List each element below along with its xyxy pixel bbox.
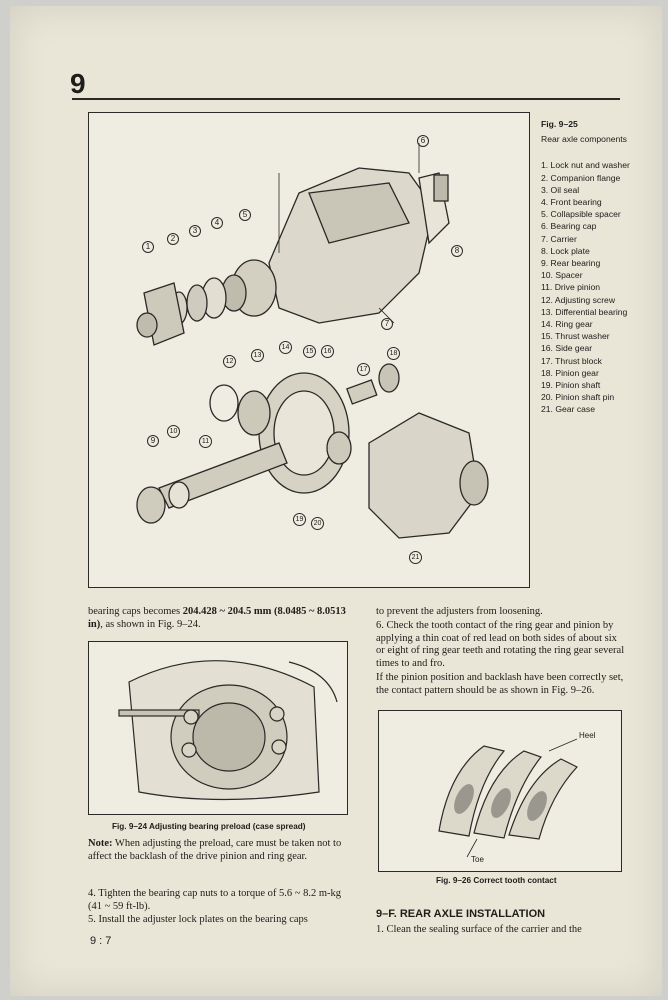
chapter-number: 9 [70, 68, 86, 99]
component-item: 2. Companion flange [541, 172, 621, 183]
note-paragraph: Note: When adjusting the preload, care m… [88, 838, 342, 862]
step-6: 6. Check the tooth contact of the ring g… [376, 620, 625, 669]
component-item: 10. Spacer [541, 270, 583, 281]
callout-19: 19 [293, 513, 306, 526]
component-item: 8. Lock plate [541, 245, 590, 256]
section-heading: 9–F. REAR AXLE INSTALLATION [376, 908, 546, 920]
callout-9: 9 [147, 435, 159, 447]
fig-9-24-caption: Fig. 9–24 Adjusting bearing preload (cas… [112, 822, 306, 831]
para-prevent-loosening: to prevent the adjusters from loosening. [376, 606, 543, 617]
callout-21: 21 [409, 551, 422, 564]
component-item: 13. Differential bearing [541, 306, 628, 317]
fig-9-26-drawing [438, 738, 578, 858]
component-item: 3. Oil seal [541, 184, 580, 195]
component-item: 4. Front bearing [541, 197, 602, 208]
callout-14: 14 [279, 341, 292, 354]
component-item: 11. Drive pinion [541, 282, 601, 293]
callout-5: 5 [239, 209, 251, 221]
callout-10: 10 [167, 425, 180, 438]
fig-9-25-box: 1 2 3 4 5 6 7 8 9 10 11 12 13 14 15 16 1… [88, 112, 530, 588]
callout-18: 18 [387, 347, 400, 360]
callout-8: 8 [451, 245, 463, 257]
fig-9-25-title: Rear axle components [541, 134, 627, 145]
component-item: 16. Side gear [541, 343, 593, 354]
fig-9-25-legend: Fig. 9–25 Rear axle components 1. Lock n… [541, 118, 661, 416]
callout-6: 6 [417, 135, 429, 147]
install-step-1: 1. Clean the sealing surface of the carr… [376, 924, 582, 935]
callout-2: 2 [167, 233, 179, 245]
step-4: 4. Tighten the bearing cap nuts to a tor… [88, 888, 341, 912]
component-item: 5. Collapsible spacer [541, 209, 621, 220]
para-contact-pattern: If the pinion position and backlash have… [376, 672, 624, 696]
callout-15: 15 [303, 345, 316, 358]
callout-4: 4 [211, 217, 223, 229]
callout-13: 13 [251, 349, 264, 362]
callout-20: 20 [311, 517, 324, 530]
callout-7: 7 [381, 318, 393, 330]
component-item: 15. Thrust washer [541, 331, 610, 342]
component-item: 18. Pinion gear [541, 367, 599, 378]
para-bearing-caps: bearing caps becomes 204.428 ~ 204.5 mm … [88, 606, 346, 630]
fig-9-24-drawing [118, 660, 338, 801]
fig-9-26-box: Heel Toe [378, 710, 622, 872]
label-heel: Heel [579, 731, 596, 740]
fig-9-24-box [88, 641, 348, 815]
header-rule [72, 98, 620, 100]
fig-9-26-caption: Fig. 9–26 Correct tooth contact [436, 876, 557, 885]
component-item: 12. Adjusting screw [541, 294, 616, 305]
component-item: 1. Lock nut and washer [541, 160, 630, 171]
label-toe: Toe [471, 855, 484, 864]
component-item: 9. Rear bearing [541, 258, 601, 269]
note-label: Note: [88, 838, 113, 849]
step-5: 5. Install the adjuster lock plates on t… [88, 914, 308, 925]
callout-12: 12 [223, 355, 236, 368]
component-item: 21. Gear case [541, 404, 595, 415]
component-item: 17. Thrust block [541, 355, 602, 366]
fig-9-25-drawing [136, 143, 489, 539]
fig-9-25-number: Fig. 9–25 [541, 119, 578, 129]
component-item: 20. Pinion shaft pin [541, 392, 615, 403]
component-item: 6. Bearing cap [541, 221, 597, 232]
component-item: 19. Pinion shaft [541, 380, 601, 391]
callout-3: 3 [189, 225, 201, 237]
callout-11: 11 [199, 435, 212, 448]
page-number: 9 : 7 [90, 935, 112, 947]
callout-1: 1 [142, 241, 154, 253]
bearing-cap-spec: 204.428 ~ 204.5 mm (8.0485 ~ 8.0513 in) [88, 606, 346, 630]
callout-16: 16 [321, 345, 334, 358]
component-item: 7. Carrier [541, 233, 577, 244]
callout-17: 17 [357, 363, 370, 376]
component-list: 1. Lock nut and washer 2. Companion flan… [541, 159, 661, 415]
component-item: 14. Ring gear [541, 319, 593, 330]
